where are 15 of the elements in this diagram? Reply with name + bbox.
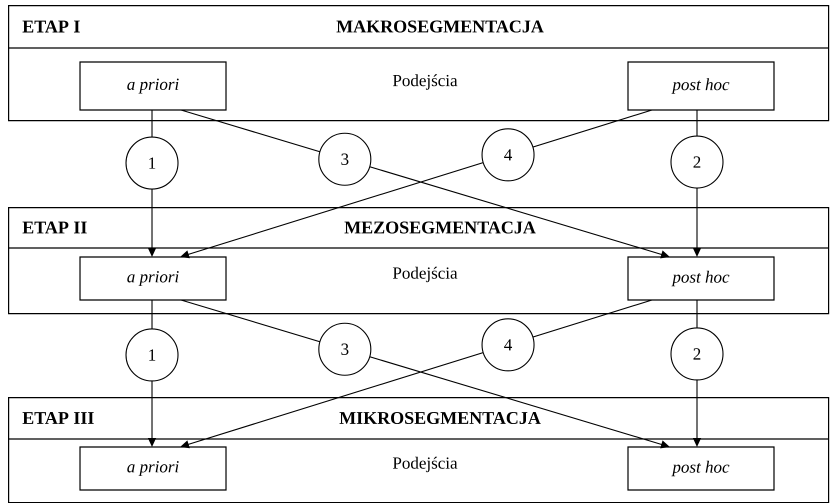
approach-box: a priori	[79, 256, 227, 301]
section-label: Podejścia	[392, 74, 458, 90]
approach-box: post hoc	[627, 446, 775, 491]
stage-title: MIKROSEGMENTACJA	[339, 412, 541, 424]
approach-box: post hoc	[627, 256, 775, 301]
stage-title: MEZOSEGMENTACJA	[344, 221, 536, 234]
approach-box: a priori	[79, 446, 227, 491]
approach-box: post hoc	[627, 61, 775, 111]
section-label: Podejścia	[392, 266, 458, 282]
stage-label: ETAP I	[22, 20, 80, 32]
stage-label: ETAP III	[22, 412, 94, 424]
stage-title: MAKROSEGMENTACJA	[336, 20, 544, 33]
section-label: Podejścia	[392, 456, 458, 472]
approach-box: a priori	[79, 61, 227, 111]
stage-label: ETAP II	[22, 222, 87, 234]
